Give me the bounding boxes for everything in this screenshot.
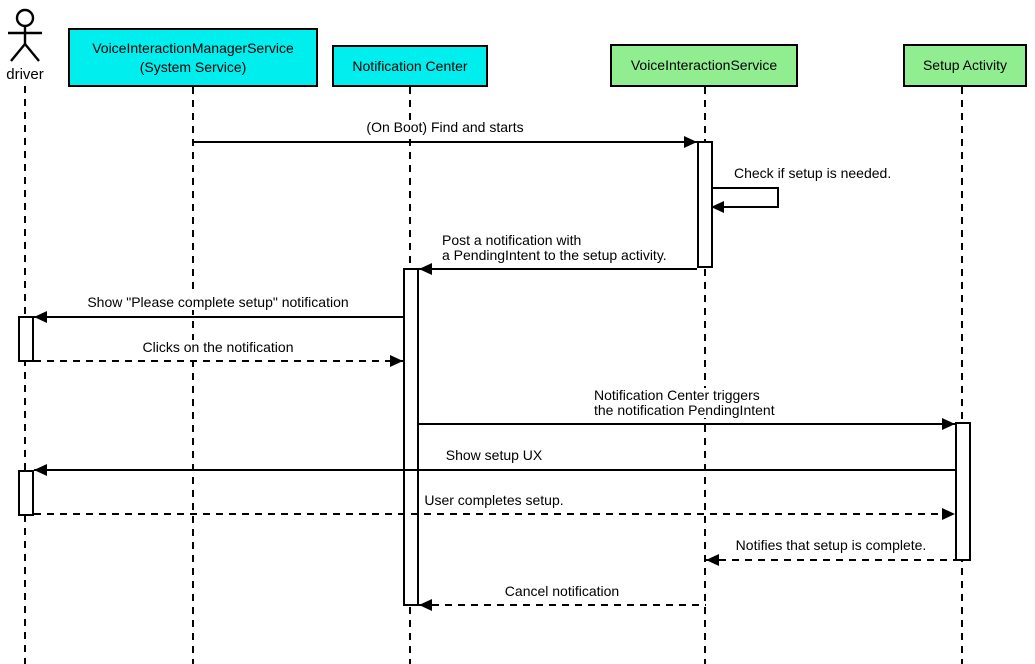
message-cancel-notification-line bbox=[419, 604, 706, 606]
message-on-boot-line bbox=[193, 141, 697, 143]
show-notification-arrowhead-icon bbox=[34, 311, 47, 323]
participant-label: Setup Activity bbox=[922, 57, 1008, 73]
driver-label: driver bbox=[6, 66, 44, 83]
notifies-complete-arrowhead-icon bbox=[706, 554, 719, 566]
check-setup-arrowhead-icon bbox=[711, 201, 724, 213]
message-user-completes-label: User completes setup. bbox=[422, 492, 566, 508]
activation-notification-center bbox=[403, 268, 419, 606]
lifeline-voice-interaction-manager-service bbox=[192, 87, 194, 664]
participant-voice-interaction-manager-service: VoiceInteractionManagerService (System S… bbox=[68, 28, 318, 87]
post-notification-arrowhead-icon bbox=[419, 263, 432, 275]
message-cancel-notification-label: Cancel notification bbox=[502, 583, 622, 599]
message-clicks-notification-line bbox=[34, 360, 403, 362]
message-label-line2: the notification PendingIntent bbox=[594, 402, 775, 418]
participant-voice-interaction-service: VoiceInteractionService bbox=[610, 44, 798, 87]
trigger-intent-arrowhead-icon bbox=[942, 418, 955, 430]
message-on-boot-label: (On Boot) Find and starts bbox=[364, 119, 526, 135]
on-boot-arrowhead-icon bbox=[684, 136, 697, 148]
message-show-setup-ux-label: Show setup UX bbox=[443, 447, 545, 463]
cancel-notification-arrowhead-icon bbox=[419, 599, 432, 611]
participant-setup-activity: Setup Activity bbox=[903, 44, 1027, 87]
driver-actor-icon bbox=[8, 8, 42, 62]
user-completes-arrowhead-icon bbox=[942, 508, 955, 520]
participant-label: VoiceInteractionService bbox=[630, 57, 778, 73]
message-check-setup-label: Check if setup is needed. bbox=[732, 165, 894, 181]
message-label-line1: Post a notification with bbox=[442, 232, 582, 248]
message-label-line1: Notification Center triggers bbox=[594, 387, 760, 403]
message-user-completes-line bbox=[34, 513, 955, 515]
lifeline-voice-interaction-service bbox=[704, 87, 706, 664]
message-check-setup-loop-line bbox=[711, 187, 779, 208]
message-show-setup-ux-line bbox=[34, 469, 955, 471]
clicks-notification-arrowhead-icon bbox=[390, 355, 403, 367]
message-trigger-intent-label: Notification Center triggers the notific… bbox=[592, 388, 777, 418]
message-clicks-notification-label: Clicks on the notification bbox=[140, 339, 296, 355]
message-show-notification-label: Show "Please complete setup" notificatio… bbox=[85, 294, 351, 310]
message-notifies-complete-label: Notifies that setup is complete. bbox=[733, 537, 929, 553]
participant-label: Notification Center bbox=[352, 57, 468, 74]
message-post-notification-line bbox=[419, 268, 697, 270]
participant-notification-center: Notification Center bbox=[332, 45, 488, 87]
participant-label-line2: (System Service) bbox=[139, 58, 247, 75]
message-post-notification-label: Post a notification with a PendingIntent… bbox=[440, 233, 669, 263]
message-trigger-intent-line bbox=[419, 423, 955, 425]
activation-driver-2 bbox=[18, 470, 34, 516]
activation-driver-1 bbox=[18, 316, 34, 362]
message-notifies-complete-line bbox=[706, 559, 955, 561]
message-show-notification-line bbox=[34, 316, 403, 318]
participant-label-line1: VoiceInteractionManagerService bbox=[92, 39, 294, 56]
message-label-line2: a PendingIntent to the setup activity. bbox=[442, 247, 667, 263]
show-setup-ux-arrowhead-icon bbox=[34, 464, 47, 476]
lifeline-setup-activity bbox=[961, 87, 963, 664]
lifeline-driver bbox=[24, 86, 26, 664]
activation-setup-activity bbox=[955, 422, 971, 561]
